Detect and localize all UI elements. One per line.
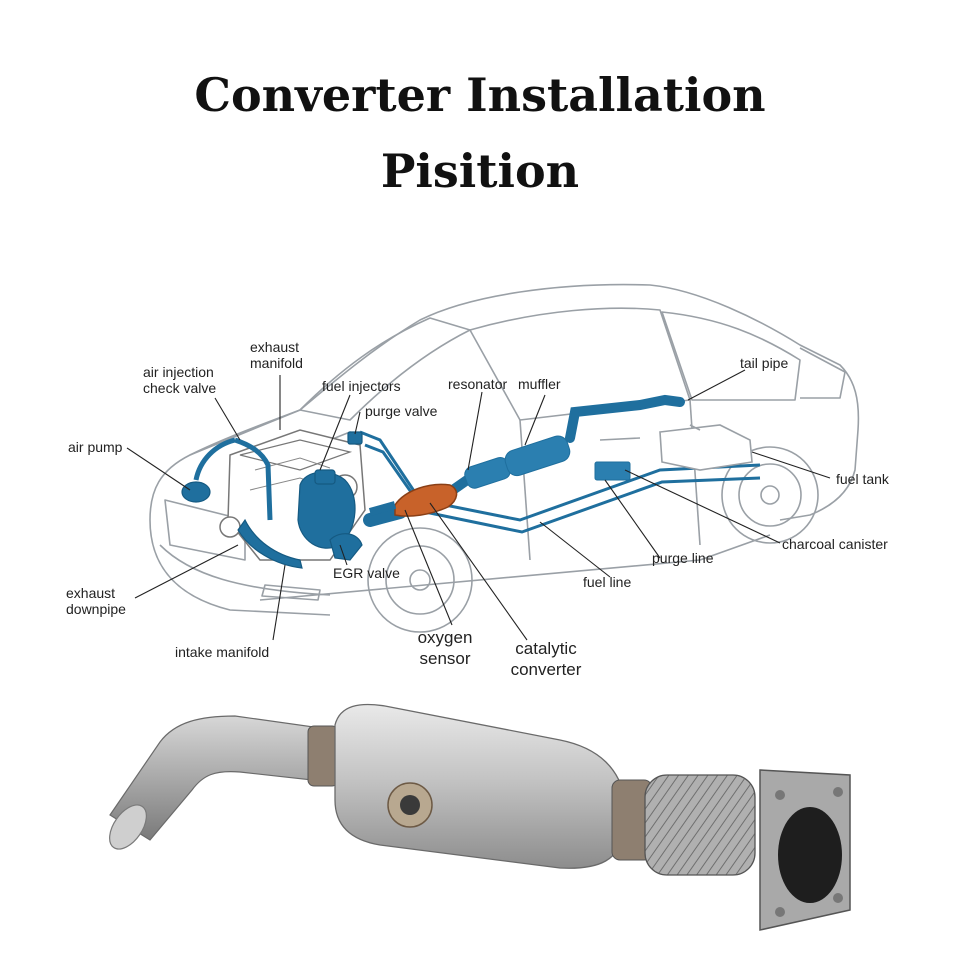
label-charcoal-canister: charcoal canister bbox=[782, 536, 888, 552]
label-resonator: resonator bbox=[448, 376, 507, 392]
fuel-line bbox=[359, 430, 761, 534]
label-catalytic-converter-2: converter bbox=[511, 660, 582, 679]
label-fuel-injectors: fuel injectors bbox=[322, 378, 401, 394]
label-intake-manifold: intake manifold bbox=[175, 644, 269, 660]
title-line-1: Converter Installation bbox=[194, 68, 766, 122]
label-exhaust-manifold-1: exhaust bbox=[250, 339, 299, 355]
label-air-injection-1: air injection bbox=[143, 364, 214, 380]
label-exhaust-downpipe-2: downpipe bbox=[66, 601, 126, 617]
label-catalytic-converter-1: catalytic bbox=[515, 639, 577, 658]
catalytic-converter-shape bbox=[394, 483, 458, 517]
fuel-tank-shape bbox=[659, 424, 753, 471]
label-muffler: muffler bbox=[518, 376, 561, 392]
label-exhaust-downpipe-1: exhaust bbox=[66, 585, 115, 601]
label-air-injection-2: check valve bbox=[143, 380, 216, 396]
catalytic-converter-product-image bbox=[109, 703, 851, 931]
label-oxygen-sensor-2: sensor bbox=[419, 649, 470, 668]
label-egr-valve: EGR valve bbox=[333, 565, 400, 581]
label-air-pump: air pump bbox=[68, 439, 123, 455]
label-fuel-line: fuel line bbox=[583, 574, 631, 590]
engine-blue-parts bbox=[181, 431, 397, 569]
title-line-2: Pisition bbox=[380, 144, 580, 198]
leader-lines bbox=[126, 369, 831, 641]
label-oxygen-sensor-1: oxygen bbox=[418, 628, 473, 647]
label-purge-line: purge line bbox=[652, 550, 714, 566]
label-exhaust-manifold-2: manifold bbox=[250, 355, 303, 371]
car-outline bbox=[149, 283, 860, 633]
label-fuel-tank: fuel tank bbox=[836, 471, 890, 487]
exhaust-system bbox=[363, 394, 685, 527]
label-purge-valve: purge valve bbox=[365, 403, 438, 419]
label-tail-pipe: tail pipe bbox=[740, 355, 788, 371]
